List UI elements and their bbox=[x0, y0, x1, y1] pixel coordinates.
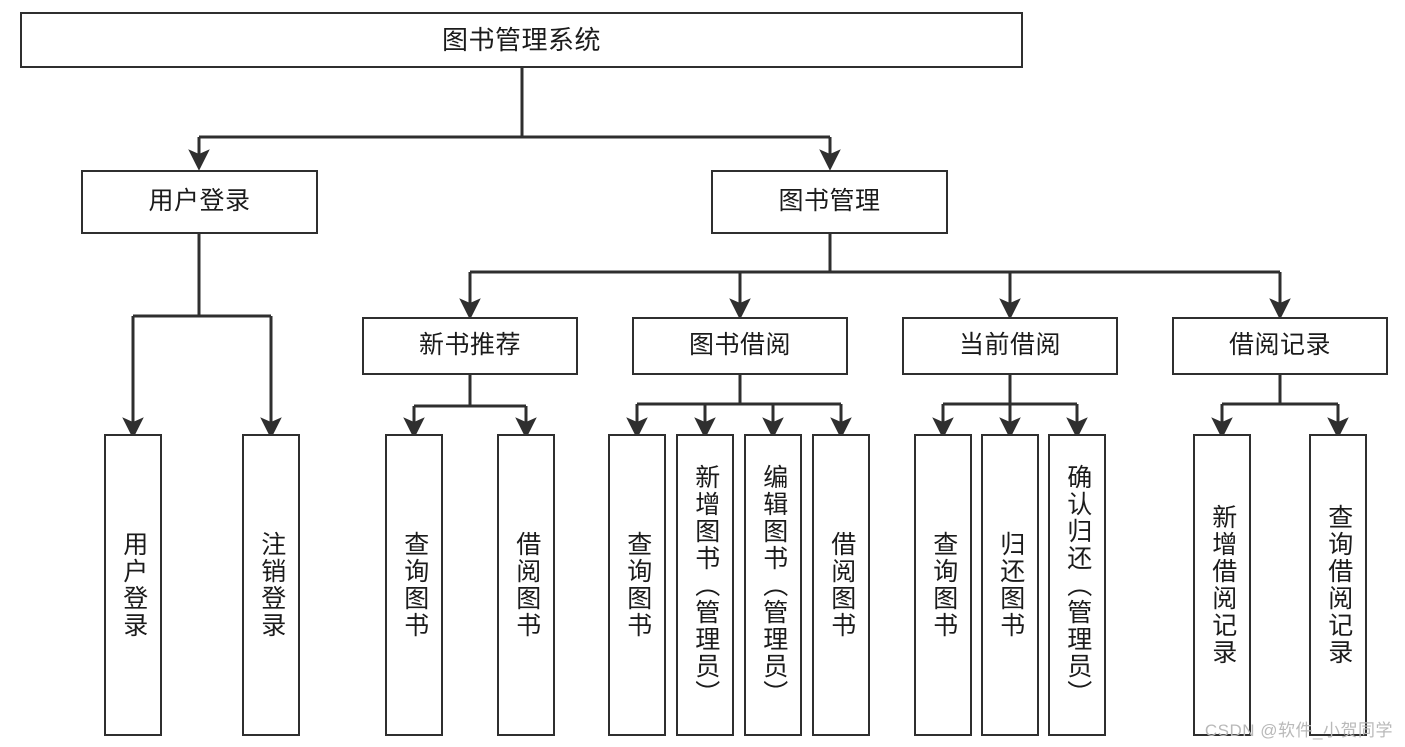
leaf-book-borrow-borrow[interactable]: 借阅图书 bbox=[812, 434, 870, 736]
node-label: 查询图书 bbox=[400, 531, 429, 639]
csdn-watermark: CSDN @软件_小贺同学 bbox=[1204, 721, 1393, 740]
node-label: 注销登录 bbox=[257, 531, 286, 639]
leaf-book-borrow-edit[interactable]: 编辑图书（管理员） bbox=[744, 434, 802, 736]
node-root-system[interactable]: 图书管理系统 bbox=[20, 12, 1023, 68]
leaf-book-borrow-query[interactable]: 查询图书 bbox=[608, 434, 666, 736]
leaf-current-borrow-return[interactable]: 归还图书 bbox=[981, 434, 1039, 736]
node-label: 编辑图书（管理员） bbox=[759, 463, 788, 707]
leaf-book-borrow-add[interactable]: 新增图书（管理员） bbox=[676, 434, 734, 736]
node-label: 查询图书 bbox=[929, 531, 958, 639]
leaf-borrow-record-query[interactable]: 查询借阅记录 bbox=[1309, 434, 1367, 736]
node-label: 查询图书 bbox=[623, 531, 652, 639]
leaf-current-borrow-query[interactable]: 查询图书 bbox=[914, 434, 972, 736]
leaf-new-book-borrow[interactable]: 借阅图书 bbox=[497, 434, 555, 736]
node-label: 新书推荐 bbox=[418, 331, 521, 360]
node-label: 图书借阅 bbox=[688, 331, 791, 360]
node-label: 图书管理系统 bbox=[441, 24, 601, 55]
node-label: 借阅记录 bbox=[1228, 331, 1331, 360]
leaf-new-book-query[interactable]: 查询图书 bbox=[385, 434, 443, 736]
node-label: 图书管理 bbox=[778, 187, 881, 216]
node-label: 借阅图书 bbox=[827, 531, 856, 639]
leaf-borrow-record-add[interactable]: 新增借阅记录 bbox=[1193, 434, 1251, 736]
node-label: 用户登录 bbox=[119, 531, 148, 639]
leaf-current-borrow-confirm-return[interactable]: 确认归还（管理员） bbox=[1048, 434, 1106, 736]
node-label: 查询借阅记录 bbox=[1324, 504, 1353, 666]
node-label: 当前借阅 bbox=[958, 331, 1061, 360]
node-new-book-recommend[interactable]: 新书推荐 bbox=[362, 317, 578, 375]
node-book-borrow[interactable]: 图书借阅 bbox=[632, 317, 848, 375]
leaf-user-login-login[interactable]: 用户登录 bbox=[104, 434, 162, 736]
node-label: 借阅图书 bbox=[512, 531, 541, 639]
node-label: 新增借阅记录 bbox=[1208, 504, 1237, 666]
node-label: 用户登录 bbox=[148, 187, 251, 216]
node-current-borrow[interactable]: 当前借阅 bbox=[902, 317, 1118, 375]
node-label: 新增图书（管理员） bbox=[691, 463, 720, 707]
node-label: 确认归还（管理员） bbox=[1063, 463, 1092, 707]
leaf-user-login-logout[interactable]: 注销登录 bbox=[242, 434, 300, 736]
node-borrow-record[interactable]: 借阅记录 bbox=[1172, 317, 1388, 375]
node-label: 归还图书 bbox=[996, 531, 1025, 639]
node-book-management[interactable]: 图书管理 bbox=[711, 170, 948, 234]
node-user-login[interactable]: 用户登录 bbox=[81, 170, 318, 234]
